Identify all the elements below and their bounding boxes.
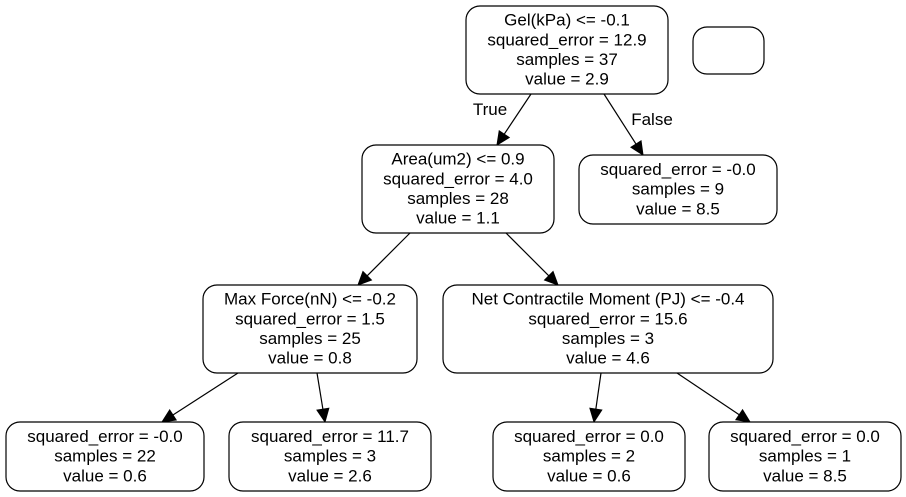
node-line: value = 8.5 — [636, 199, 720, 218]
node-line: samples = 37 — [516, 50, 618, 69]
node-line: value = 0.6 — [63, 466, 147, 485]
node-line: squared_error = 0.0 — [514, 427, 664, 446]
node-line: samples = 2 — [543, 447, 635, 466]
edge-line — [366, 232, 411, 277]
arrowhead-icon — [630, 139, 644, 157]
edge-n1-n3 — [357, 232, 411, 286]
node-box — [708, 421, 902, 492]
edge-n4-n7 — [589, 372, 603, 424]
edge-n1-n4 — [505, 232, 559, 286]
node-line: Area(um2) <= 0.9 — [391, 150, 524, 169]
tree-node: Net Contractile Moment (PJ) <= -0.4squar… — [442, 284, 774, 374]
edge-label: True — [473, 100, 507, 119]
arrowhead-icon — [589, 407, 603, 424]
node-line: samples = 3 — [284, 447, 376, 466]
edge-line — [505, 232, 550, 277]
node-box — [5, 421, 205, 492]
node-box — [692, 26, 765, 75]
arrowhead-icon — [496, 130, 511, 146]
node-box — [202, 284, 418, 374]
node-line: squared_error = 1.5 — [235, 309, 385, 328]
node-line: samples = 25 — [259, 329, 361, 348]
edge-line — [595, 372, 602, 410]
arrowhead-icon — [735, 408, 751, 423]
node-line: squared_error = 4.0 — [383, 169, 533, 188]
node-line: Max Force(nN) <= -0.2 — [224, 290, 396, 309]
edge-n0-n2: False — [603, 93, 673, 157]
node-line: samples = 3 — [562, 329, 654, 348]
edge-n3-n6 — [316, 372, 330, 424]
node-box — [578, 154, 778, 225]
node-line: squared_error = 12.9 — [487, 30, 646, 49]
edge-label: False — [631, 110, 673, 129]
edge-line — [503, 93, 532, 135]
node-line: squared_error = -0.0 — [600, 160, 755, 179]
node-line: Gel(kPa) <= -0.1 — [504, 11, 630, 30]
node-box — [361, 144, 555, 234]
node-line: squared_error = 15.6 — [528, 309, 687, 328]
edge-line — [172, 372, 239, 416]
node-line: value = 1.1 — [416, 209, 500, 228]
node-box — [228, 421, 432, 492]
node-line: value = 2.6 — [288, 466, 372, 485]
node-box — [492, 421, 686, 492]
arrowhead-icon — [543, 270, 559, 286]
node-line: Net Contractile Moment (PJ) <= -0.4 — [471, 290, 744, 309]
edge-n0-n1: True — [473, 93, 532, 146]
node-line: value = 0.8 — [268, 349, 352, 368]
node-line: samples = 22 — [54, 447, 156, 466]
edge-n4-n8 — [676, 372, 751, 423]
node-line: value = 0.6 — [547, 466, 631, 485]
node-box — [442, 284, 774, 374]
node-line: samples = 1 — [759, 447, 851, 466]
node-box — [465, 5, 669, 95]
node-line: value = 8.5 — [763, 466, 847, 485]
node-line: value = 4.6 — [566, 349, 650, 368]
edge-line — [676, 372, 740, 416]
edge-line — [603, 93, 637, 145]
node-line: value = 2.9 — [525, 70, 609, 89]
node-line: squared_error = 11.7 — [251, 427, 409, 446]
node-line: samples = 9 — [632, 180, 724, 199]
node-line: squared_error = -0.0 — [27, 427, 182, 446]
arrowhead-icon — [316, 407, 330, 424]
arrowhead-icon — [357, 270, 373, 286]
node-line: squared_error = 0.0 — [730, 427, 880, 446]
arrowhead-icon — [160, 408, 178, 423]
edge-line — [316, 372, 324, 410]
legend-box — [692, 26, 765, 75]
node-line: samples = 28 — [407, 189, 509, 208]
edge-n3-n5 — [160, 372, 239, 423]
